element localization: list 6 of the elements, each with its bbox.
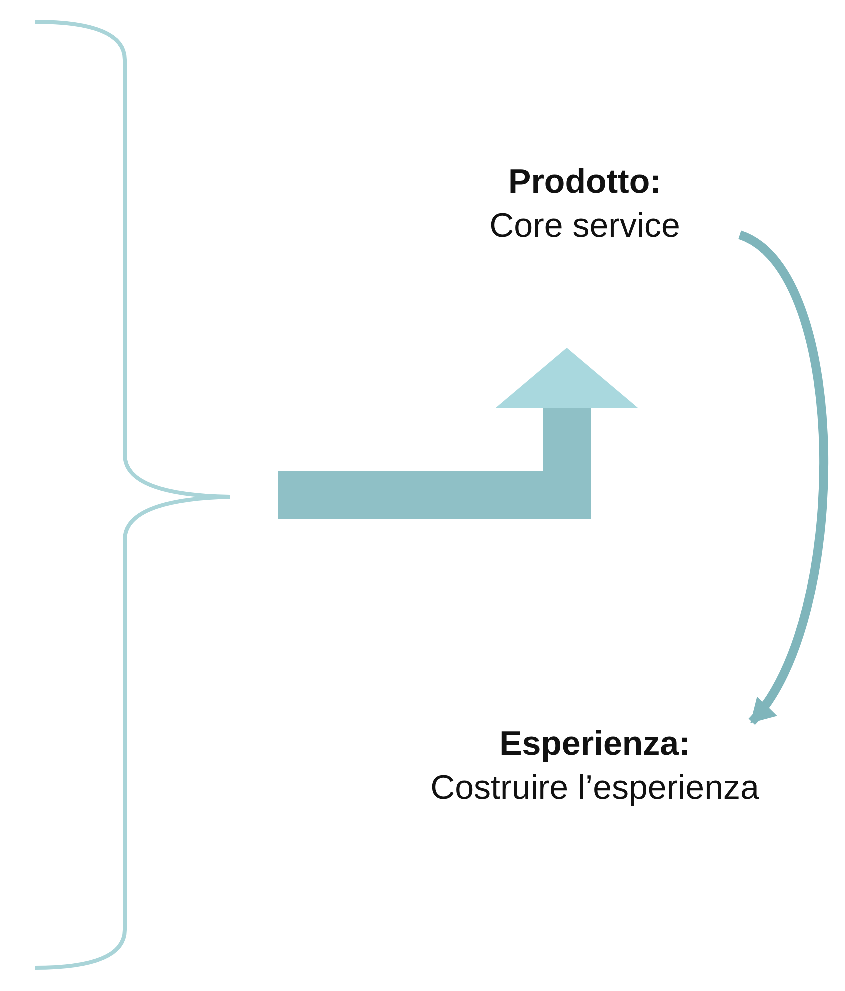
node-text: Costruire l’esperienza xyxy=(430,768,760,809)
node-heading: Prodotto: xyxy=(508,162,662,203)
node-text: Core service xyxy=(488,206,682,247)
arrow xyxy=(278,348,638,519)
node-heading: Esperienza: xyxy=(498,724,692,765)
arrow xyxy=(738,231,828,725)
